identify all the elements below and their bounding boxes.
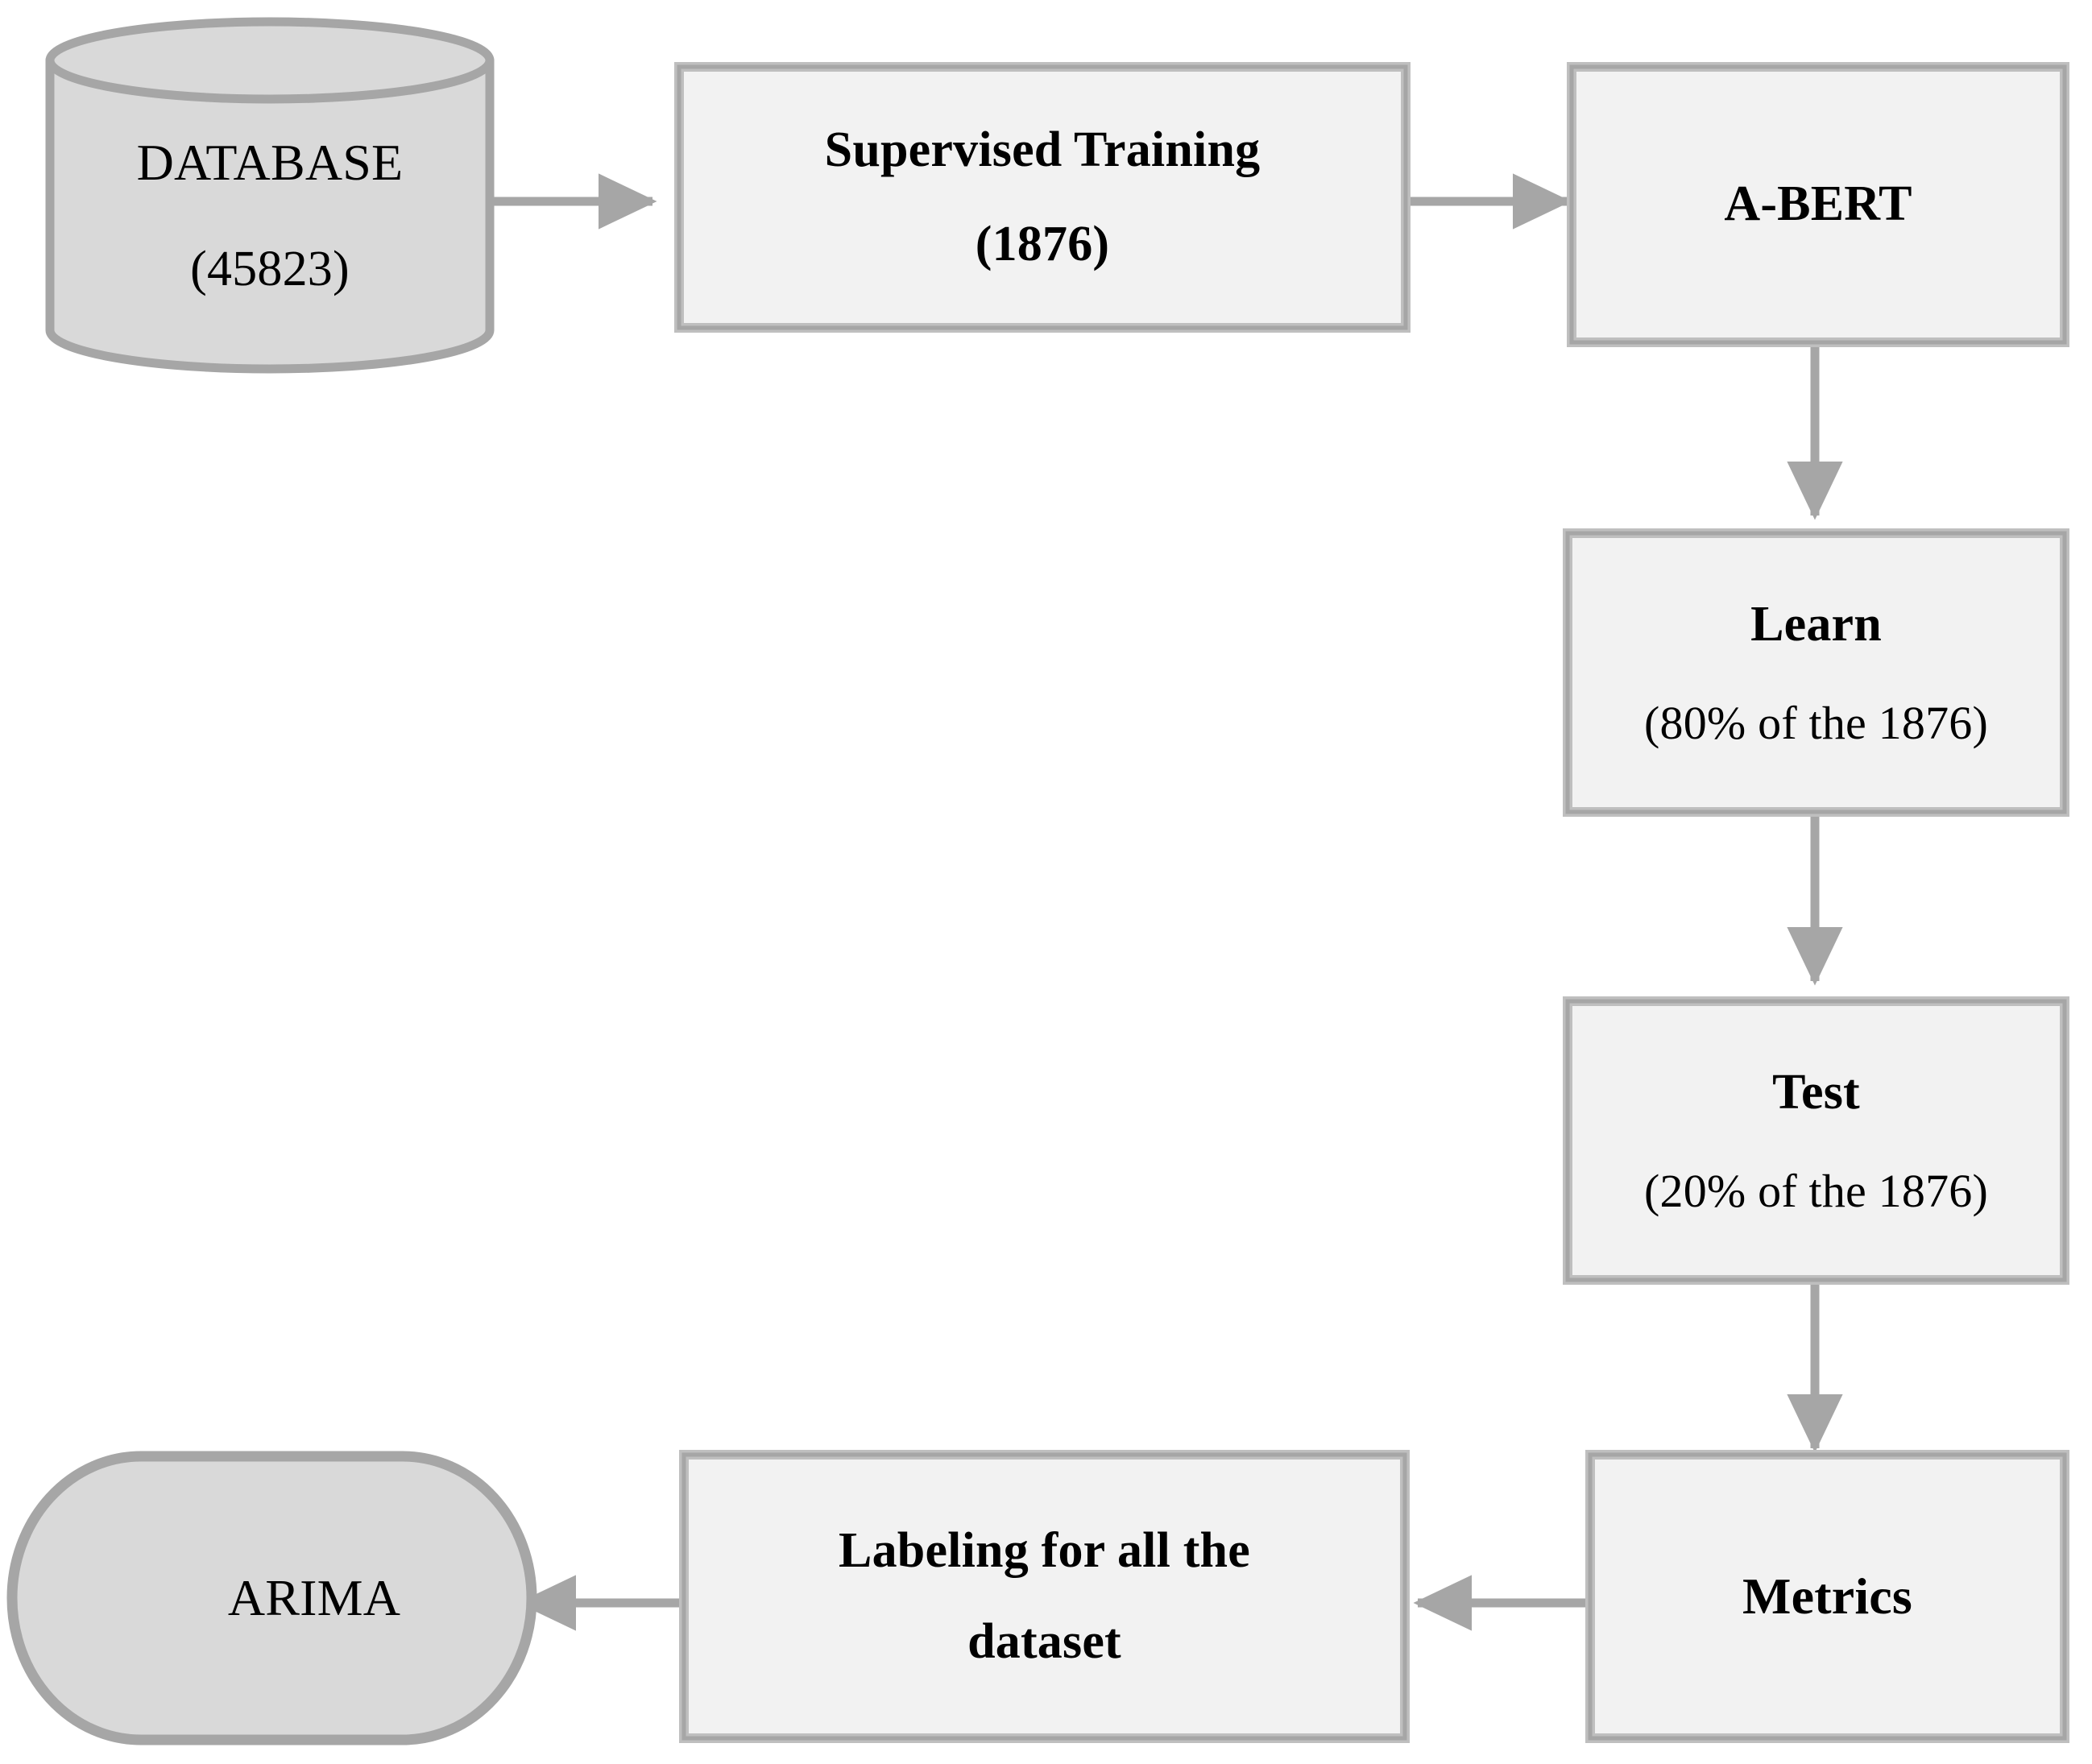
learn-hit-area[interactable] xyxy=(1568,533,2065,812)
metrics-hit-area[interactable] xyxy=(1590,1455,2065,1738)
arima-hit-area[interactable] xyxy=(32,1456,532,1740)
a-bert-hit-area[interactable] xyxy=(1572,67,2065,342)
labeling-hit-area[interactable] xyxy=(684,1455,1405,1738)
supervised-training-hit-area[interactable] xyxy=(679,67,1406,328)
test-hit-area[interactable] xyxy=(1568,1001,2065,1280)
database-hit-area[interactable] xyxy=(50,22,490,393)
